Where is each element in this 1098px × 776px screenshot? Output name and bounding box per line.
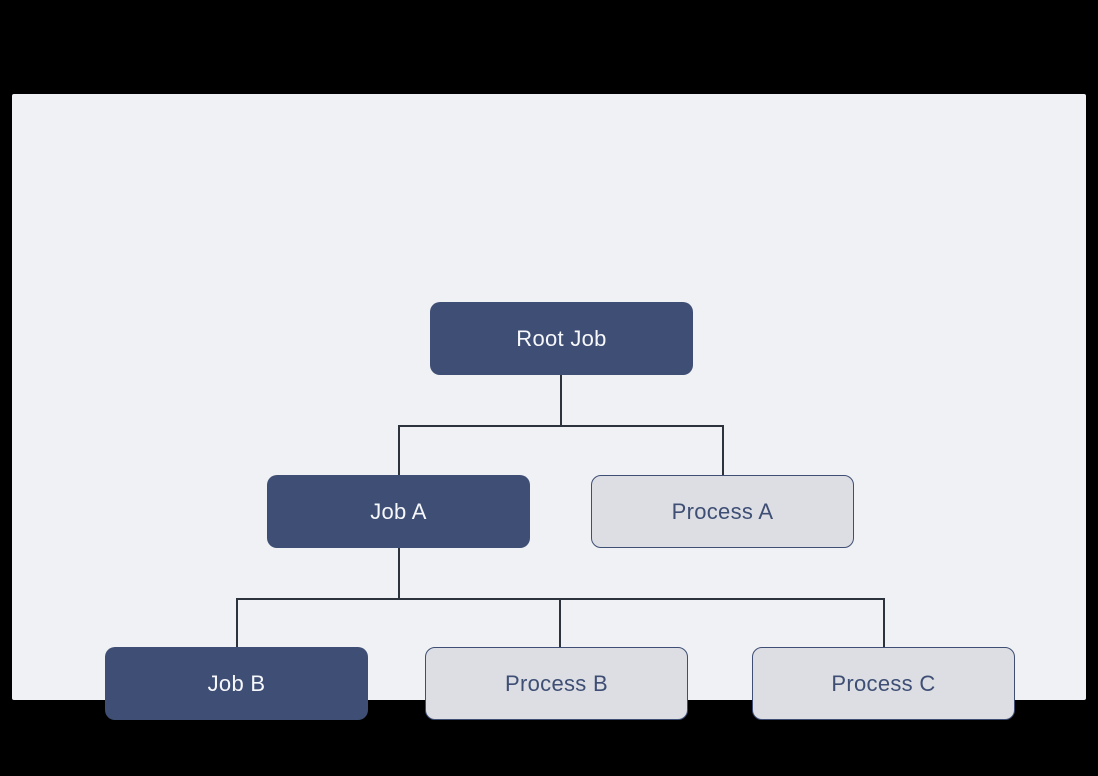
node-job-b: Job B [105, 647, 368, 720]
connector-root-stem [560, 375, 562, 426]
node-root-job-label: Root Job [516, 325, 607, 351]
node-process-b: Process B [425, 647, 688, 720]
connector-drop-job-b [236, 600, 238, 647]
node-job-a: Job A [267, 475, 530, 548]
node-job-a-label: Job A [370, 498, 427, 524]
node-process-c-label: Process C [831, 670, 936, 696]
node-process-a: Process A [591, 475, 854, 548]
node-job-b-label: Job B [207, 670, 266, 696]
connector-drop-job-a [398, 427, 400, 475]
connector-level2-bar [398, 425, 724, 427]
node-process-a-label: Process A [671, 498, 774, 524]
connector-drop-process-c [883, 600, 885, 647]
connector-drop-process-b [559, 600, 561, 647]
connector-job-a-stem [398, 548, 400, 599]
connector-drop-process-a [722, 427, 724, 475]
connector-level3-bar [236, 598, 885, 600]
node-process-c: Process C [752, 647, 1015, 720]
diagram-canvas: Root Job Job A Process A Job B Process B… [12, 94, 1086, 720]
node-root-job: Root Job [430, 302, 693, 375]
node-process-b-label: Process B [505, 670, 608, 696]
